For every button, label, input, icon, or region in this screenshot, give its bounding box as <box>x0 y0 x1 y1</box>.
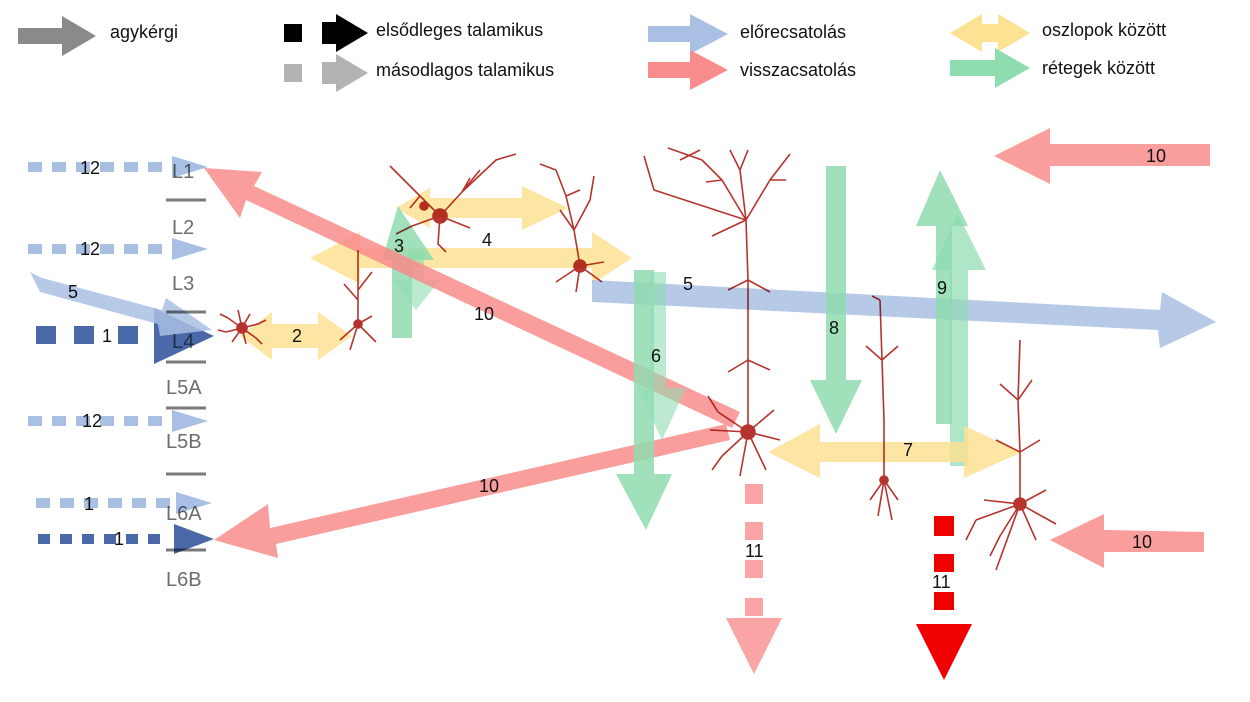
label-12-l1: 12 <box>80 158 100 178</box>
secondary-thalamic-arrow-icon <box>322 54 368 92</box>
label-12-l23: 12 <box>80 239 100 259</box>
primary-thalamic-input-l6 <box>38 524 214 554</box>
feedforward-arrow-5-left <box>30 272 212 336</box>
layer-arrow-3-down <box>392 250 440 310</box>
legend-feedforward: előrecsatolás <box>648 14 846 54</box>
label-8: 8 <box>829 318 839 338</box>
column-arrow-2 <box>240 312 352 360</box>
arrows <box>28 128 1216 680</box>
layer-axis: L1 L2 L3 L4 L5A L5B L6A L6B <box>166 161 206 591</box>
label-2: 2 <box>292 326 302 346</box>
feedback-arrow-10-bottom <box>1050 514 1204 568</box>
legend-feedforward-label: előrecsatolás <box>740 22 846 42</box>
neuron-l5-small <box>865 295 899 521</box>
layer-arrow-8 <box>810 166 862 434</box>
legend-feedback-label: visszacsatolás <box>740 60 856 80</box>
feedback-arrow-10-top <box>994 128 1210 184</box>
feedback-arrow-10-l1 <box>204 168 740 428</box>
neuron-l4-right <box>339 250 377 351</box>
between-columns-arrow-icon <box>950 14 1030 52</box>
label-10-top: 10 <box>1146 146 1166 166</box>
legend-primary-thalamic-label: elsődleges talamikus <box>376 20 543 40</box>
label-12-l5b: 12 <box>82 411 102 431</box>
label-11-light: 11 <box>745 541 764 561</box>
primary-thalamic-square-icon <box>284 24 302 42</box>
layer-label-l5b: L5B <box>166 431 202 453</box>
label-10-l6: 10 <box>479 476 499 496</box>
label-1-l6a: 1 <box>84 494 94 514</box>
primary-thalamic-arrow-icon <box>322 14 368 52</box>
secondary-thalamic-square-icon <box>284 64 302 82</box>
thalamic-input-l1 <box>28 156 208 178</box>
thalamic-input-l5b <box>28 410 208 432</box>
layer-label-l2: L2 <box>172 217 194 239</box>
thalamic-input-l23 <box>28 238 208 260</box>
legend-cortical-label: agykérgi <box>110 22 178 42</box>
label-4: 4 <box>482 230 492 250</box>
legend-primary-thalamic: elsődleges talamikus <box>284 14 543 52</box>
label-5-right: 5 <box>683 274 693 294</box>
feedforward-arrow-icon <box>648 14 728 54</box>
label-9: 9 <box>937 278 947 298</box>
neuron-l6 <box>965 339 1057 571</box>
label-10-bottom: 10 <box>1132 532 1152 552</box>
feedback-arrow-icon <box>648 50 728 90</box>
thalamic-input-l6a <box>36 492 212 514</box>
layer-label-l3: L3 <box>172 273 194 295</box>
feedback-arrow-10-l6 <box>214 424 730 558</box>
label-1-l4: 1 <box>102 326 112 346</box>
cortical-arrow-icon <box>18 16 96 56</box>
column-arrow-7 <box>768 424 1022 478</box>
column-arrow-4-lower <box>310 232 632 284</box>
label-3: 3 <box>394 236 404 256</box>
legend: agykérgi elsődleges talamikus másodlagos… <box>18 14 1166 92</box>
legend-between-columns-label: oszlopok között <box>1042 20 1166 40</box>
legend-between-layers-label: rétegek között <box>1042 58 1155 78</box>
legend-between-layers: rétegek között <box>950 48 1155 88</box>
label-10-l1: 10 <box>474 304 494 324</box>
layer-arrow-6-inner <box>638 272 686 440</box>
between-layers-arrow-icon <box>950 48 1030 88</box>
column-arrow-4-upper <box>396 186 568 230</box>
label-1-l6b: 1 <box>114 529 124 549</box>
output-arrow-11-light <box>726 484 782 674</box>
legend-feedback: visszacsatolás <box>648 50 856 90</box>
layer-arrow-9-outer <box>916 170 968 424</box>
legend-cortical: agykérgi <box>18 16 178 56</box>
output-arrow-11-strong <box>916 516 972 680</box>
legend-secondary-thalamic: másodlagos talamikus <box>284 54 554 92</box>
label-11-strong: 11 <box>932 572 951 592</box>
label-6: 6 <box>651 346 661 366</box>
number-labels: 12 12 5 1 2 3 4 5 10 10 10 10 6 8 9 7 12… <box>68 146 1166 592</box>
feedforward-arrow-5-long <box>592 280 1216 348</box>
layer-label-l5a: L5A <box>166 377 202 399</box>
layer-label-l6b: L6B <box>166 569 202 591</box>
legend-secondary-thalamic-label: másodlagos talamikus <box>376 60 554 80</box>
legend-between-columns: oszlopok között <box>950 14 1166 52</box>
layer-arrow-9-inner <box>932 214 986 466</box>
label-7: 7 <box>903 440 913 460</box>
label-5-left: 5 <box>68 282 78 302</box>
